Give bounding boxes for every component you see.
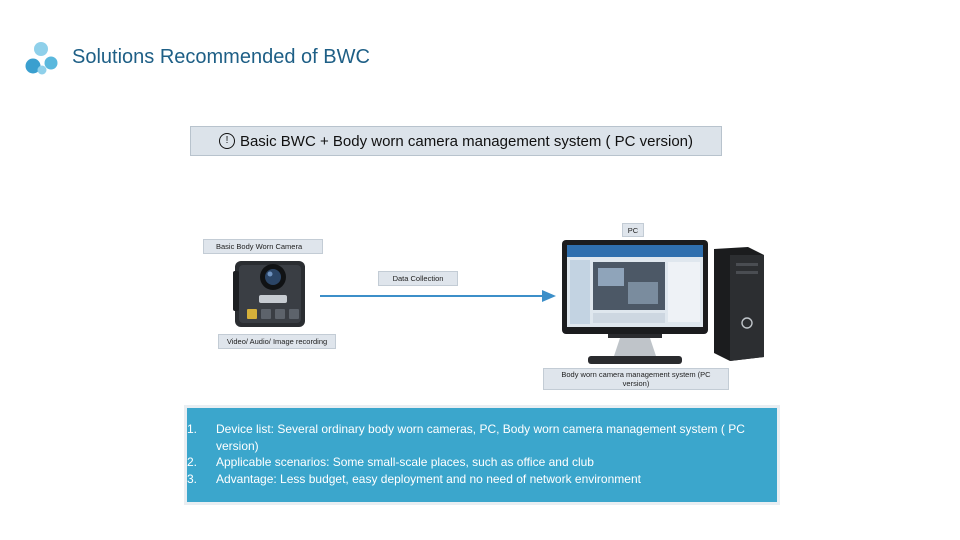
monitor-image (562, 240, 708, 364)
info-list: 1. Device list: Several ordinary body wo… (187, 421, 767, 487)
list-item: 1. Device list: Several ordinary body wo… (187, 421, 767, 454)
data-flow-arrow (320, 290, 556, 302)
recording-label: Video/ Audio/ Image recording (218, 334, 336, 349)
list-item: 3. Advantage: Less budget, easy deployme… (187, 471, 767, 488)
body-camera-image (233, 261, 305, 327)
list-item: 2. Applicable scenarios: Some small-scal… (187, 454, 767, 471)
camera-label: Basic Body Worn Camera (203, 239, 323, 254)
list-text: Applicable scenarios: Some small-scale p… (216, 455, 594, 469)
list-number: 1. (187, 422, 198, 436)
list-text: Device list: Several ordinary body worn … (216, 422, 745, 453)
page-title: Solutions Recommended of BWC (72, 46, 370, 68)
list-text: Advantage: Less budget, easy deployment … (216, 471, 641, 486)
solution-title: Basic BWC + Body worn camera management … (239, 132, 694, 150)
list-number: 2. (187, 455, 198, 469)
pc-tower-image (714, 247, 764, 361)
solution-title-box: ! Basic BWC + Body worn camera managemen… (190, 126, 722, 156)
data-collection-label: Data Collection (378, 271, 458, 286)
pc-label: PC (622, 223, 644, 237)
list-number: 3. (187, 471, 198, 486)
info-box: 1. Device list: Several ordinary body wo… (187, 408, 777, 502)
molecule-logo-icon (25, 42, 58, 75)
exclamation-icon: ! (218, 133, 235, 149)
management-system-label: Body worn camera management system (PC v… (543, 368, 729, 390)
